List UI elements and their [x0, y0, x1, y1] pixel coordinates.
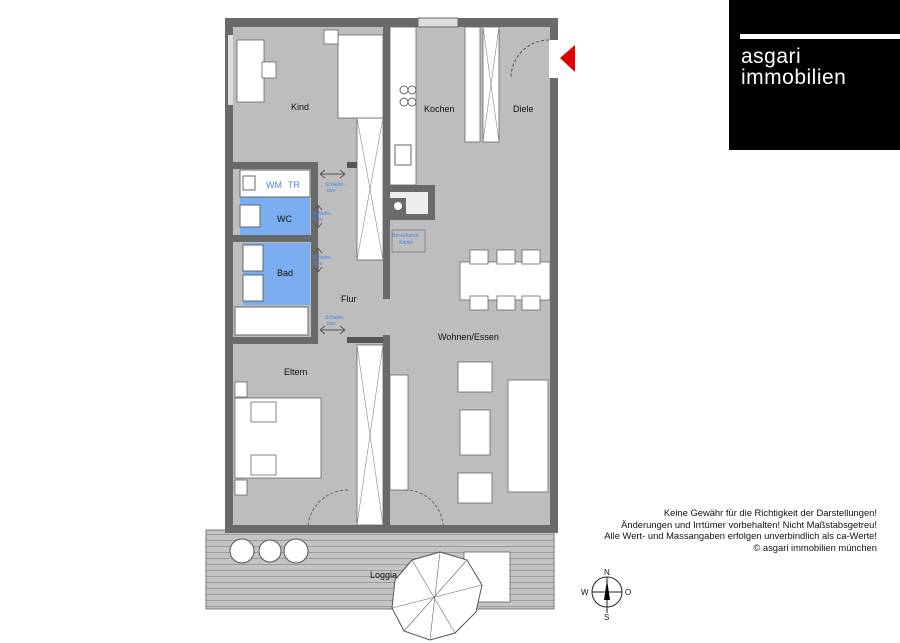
room-label-eltern: Eltern	[284, 367, 308, 377]
furniture	[234, 29, 551, 603]
label-tr: TR	[288, 180, 300, 190]
door-swing-eltern	[307, 489, 349, 526]
sliding-door-label: türe	[327, 321, 336, 327]
disclaimer-line: Keine Gewähr für die Richtigkeit der Dar…	[663, 507, 877, 518]
fireplace-niche	[390, 192, 428, 214]
room-label-loggia: Loggia	[370, 570, 397, 580]
kitchen-appliances	[394, 85, 417, 166]
sliding-door-label: Schiebe-	[325, 182, 345, 188]
fireplace	[391, 229, 426, 253]
entrance-arrow-icon	[560, 45, 575, 72]
sliding-door-label: türe	[314, 217, 323, 223]
disclaimer: Keine Gewähr für die Richtigkeit der Dar…	[604, 507, 877, 553]
logo-text-2: immobilien	[741, 66, 847, 89]
wardrobe-cross-marks	[356, 26, 500, 526]
loggia-chairs	[229, 538, 309, 564]
room-label-diele: Diele	[513, 104, 534, 114]
window-top	[417, 17, 459, 28]
compass-w: W	[581, 588, 589, 597]
company-logo: asgari immobilien	[729, 0, 900, 150]
sliding-door-arrows	[313, 169, 346, 335]
entrance-opening	[549, 40, 559, 78]
disclaimer-line: © asgari immobilien münchen	[753, 541, 877, 553]
sliding-door-label: Schiebe-	[312, 255, 332, 261]
compass-n: N	[604, 568, 610, 577]
logo-line	[740, 34, 900, 39]
entrance-door-swing	[510, 39, 550, 79]
door-swing-wohnen	[404, 489, 444, 526]
sanitary-fixtures	[234, 169, 311, 336]
room-label-bad: Bad	[277, 268, 293, 278]
compass-o: O	[625, 588, 631, 597]
compass-icon: N S W O	[581, 568, 631, 622]
disclaimer-line: Änderungen und Irrtümer vorbehalten! Nic…	[621, 518, 877, 530]
logo-text-1: asgari	[741, 45, 802, 68]
room-label-flur: Flur	[341, 294, 357, 304]
compass-s: S	[604, 613, 609, 622]
sliding-door-label: Schiebe-	[325, 315, 345, 321]
parasol	[391, 551, 483, 641]
room-label-kochen: Kochen	[424, 104, 455, 114]
window-kind	[228, 35, 233, 105]
sliding-door-label: Schiebe-	[312, 211, 332, 217]
label-wm: WM	[266, 180, 282, 190]
fireplace-label: Kamin	[399, 240, 413, 246]
sliding-door-label: türe	[327, 188, 336, 194]
room-label-kind: Kind	[291, 102, 309, 112]
sliding-door-label: türe	[314, 261, 323, 267]
room-label-wc: WC	[277, 214, 292, 224]
disclaimer-line: Alle Wert- und Massangaben erfolgen unve…	[604, 530, 877, 541]
room-label-wohnen-essen: Wohnen/Essen	[438, 332, 499, 342]
fireplace-label: Bio-Ethanol-	[392, 233, 420, 239]
